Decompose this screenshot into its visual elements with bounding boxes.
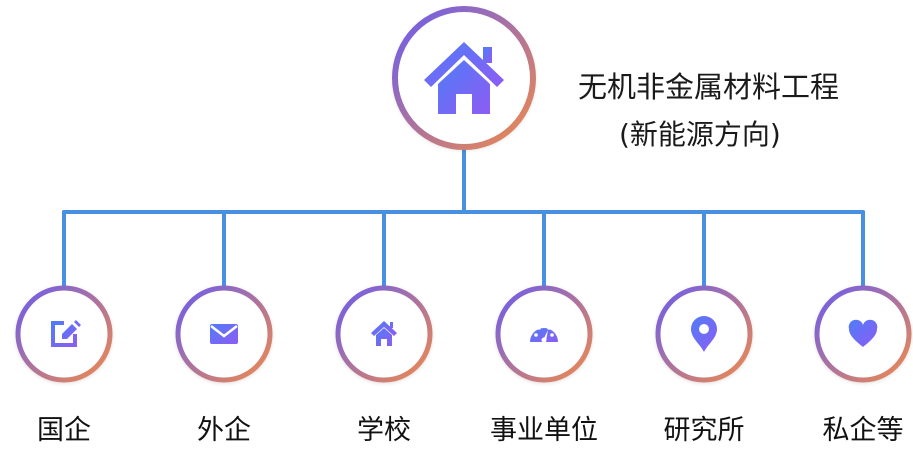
branch-node-6 <box>814 285 912 383</box>
heart-icon <box>848 319 878 347</box>
branch-node-1 <box>15 285 113 383</box>
branch-label-1: 国企 <box>37 415 91 446</box>
map-pin-icon <box>691 316 717 352</box>
branch-node-3 <box>335 285 433 383</box>
branch-node-2 <box>175 285 273 383</box>
branch-node-5 <box>655 285 753 383</box>
connector-lines <box>62 142 865 290</box>
home-icon <box>424 42 504 114</box>
edit-icon <box>51 320 81 347</box>
branch-node-4 <box>495 285 593 383</box>
root-node <box>392 6 536 150</box>
branch-label-4: 事业单位 <box>490 415 598 446</box>
branch-label-2: 外企 <box>197 415 251 446</box>
branch-label-6: 私企等 <box>822 415 904 446</box>
root-title: 无机非金属材料工程 <box>578 70 840 104</box>
branch-label-3: 学校 <box>357 415 411 446</box>
branch-label-5: 研究所 <box>663 415 745 446</box>
dashboard-icon <box>530 323 558 343</box>
home-icon <box>371 321 397 346</box>
root-subtitle: (新能源方向) <box>619 118 781 151</box>
mail-icon <box>210 324 238 344</box>
